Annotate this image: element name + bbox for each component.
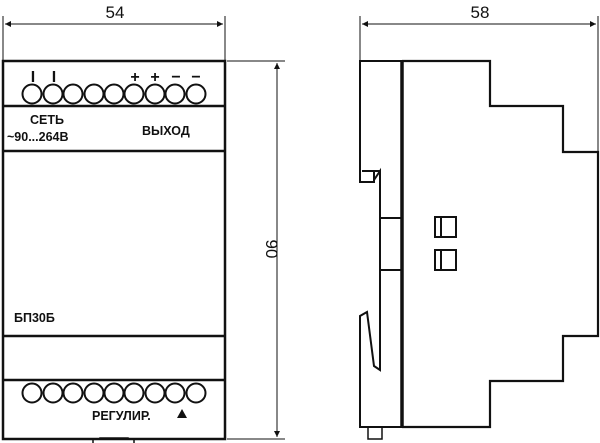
- svg-text:+: +: [130, 69, 139, 86]
- svg-text:−: −: [191, 69, 200, 86]
- height-dimension-label: 90: [262, 240, 281, 259]
- terminal-screw-icon: [21, 83, 43, 105]
- latch-tab: [367, 426, 383, 440]
- terminal-screw-icon: [103, 83, 125, 105]
- terminal-screw-icon: [185, 83, 207, 105]
- body-stepped-profile: [402, 59, 600, 429]
- terminal-screw-icon: [21, 382, 43, 404]
- terminal-screw-icon: [144, 83, 166, 105]
- terminal-screw-icon: [42, 382, 64, 404]
- depth-dimension-label: 58: [471, 3, 490, 22]
- depth-dimension: 58: [359, 3, 599, 155]
- led-indicator-icon: [434, 249, 457, 271]
- terminal-screw-icon: [164, 83, 186, 105]
- bottom-terminal-row: [21, 382, 207, 404]
- svg-text:I: I: [52, 69, 56, 86]
- indicator-leds: [434, 216, 457, 271]
- output-label: ВЫХОД: [142, 124, 190, 138]
- model-label: БП30Б: [14, 311, 55, 325]
- svg-text:+: +: [150, 69, 159, 86]
- housing-outline: [1, 59, 227, 441]
- terminal-screw-icon: [144, 382, 166, 404]
- terminal-screw-icon: [62, 83, 84, 105]
- height-dimension: 90: [227, 60, 285, 440]
- width-dimension-label: 54: [106, 3, 125, 22]
- terminal-screw-icon: [42, 83, 64, 105]
- side-view: 58: [359, 3, 600, 440]
- terminal-screw-icon: [62, 382, 84, 404]
- front-view: 54 I I + + − − СЕ: [1, 3, 285, 443]
- input-voltage-label: ~90...264В: [7, 130, 69, 144]
- triangle-up-icon: [177, 409, 187, 418]
- svg-text:−: −: [171, 69, 180, 86]
- adjust-label: РЕГУЛИР.: [92, 409, 151, 423]
- terminal-screw-icon: [123, 382, 145, 404]
- svg-text:I: I: [31, 69, 35, 86]
- terminal-screw-icon: [185, 382, 207, 404]
- terminal-polarity-marks: I I + + − −: [31, 69, 201, 86]
- led-indicator-icon: [434, 216, 457, 238]
- top-terminal-row: [21, 83, 207, 105]
- input-label: СЕТЬ: [30, 113, 64, 127]
- width-dimension: 54: [2, 3, 226, 60]
- terminal-screw-icon: [83, 83, 105, 105]
- terminal-screw-icon: [83, 382, 105, 404]
- terminal-screw-icon: [103, 382, 125, 404]
- terminal-screw-icon: [123, 83, 145, 105]
- terminal-screw-icon: [164, 382, 186, 404]
